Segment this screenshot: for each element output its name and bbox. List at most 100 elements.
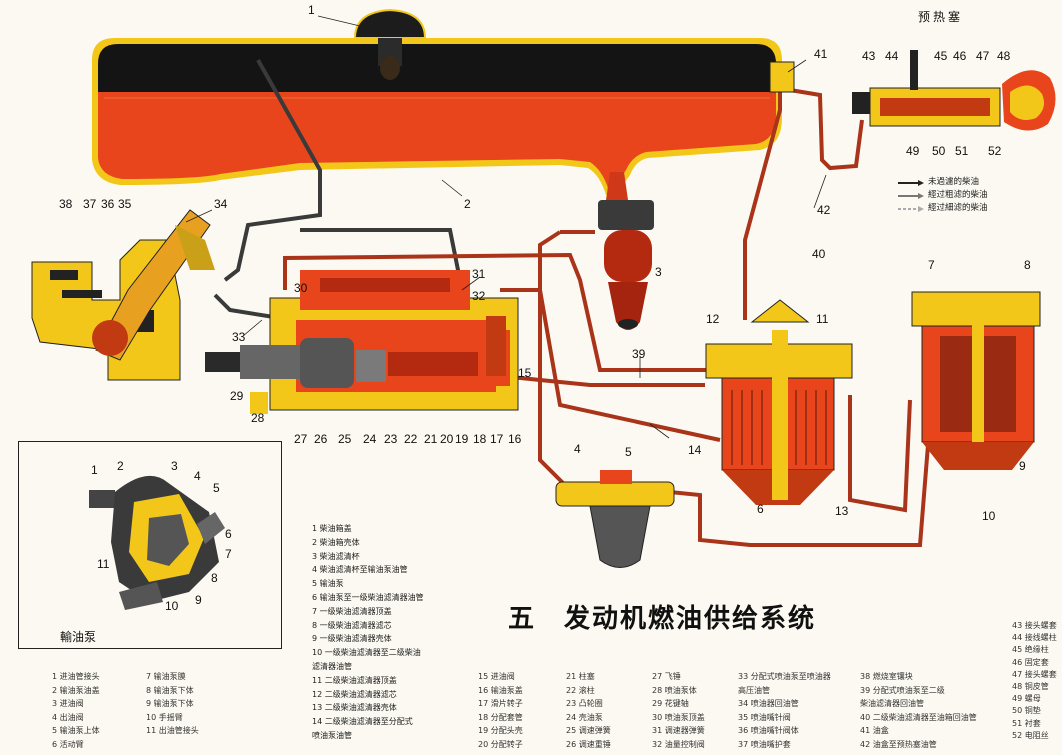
parts-list-item: 12 二级柴油滤清器滤芯 [312, 689, 397, 699]
parts-list-item: 29 花键轴 [652, 699, 689, 709]
callout-number: 9 [1019, 459, 1026, 473]
callout-number: 42 [817, 203, 831, 217]
parts-list-item: 49 螺母 [1012, 694, 1041, 704]
parts-list-item: 44 接线螺柱 [1012, 633, 1057, 643]
legend-label: 未過濾的柴油 [928, 177, 980, 187]
parts-list-item: 25 调速弹簧 [566, 726, 611, 736]
parts-list-item: 40 二级柴油滤清器至油箱回油管 [860, 712, 977, 722]
parts-list-item: 9 一级柴油滤清器壳体 [312, 634, 392, 644]
callout-number: 29 [230, 389, 244, 403]
inset-callout-number: 6 [225, 527, 232, 541]
inset-callout-number: 7 [225, 547, 232, 561]
inset-callout-number: 9 [195, 593, 202, 607]
parts-list-item: 46 固定套 [1012, 657, 1049, 667]
callout-number: 46 [953, 49, 967, 63]
parts-list-item: 2 输油泵油盖 [52, 685, 100, 695]
callout-number: 19 [455, 432, 469, 446]
callout-number: 16 [508, 432, 522, 446]
callout-number: 5 [625, 445, 632, 459]
parts-list-item: 48 铜皮管 [1012, 682, 1049, 692]
feed-pump [555, 470, 675, 568]
callout-number: 49 [906, 144, 920, 158]
parts-list-item: 37 喷油嘴护套 [738, 739, 791, 749]
inset-callout-number: 4 [194, 469, 201, 483]
callout-number: 39 [632, 347, 646, 361]
legend-item: 經过粗滤的柴油 [898, 189, 988, 202]
inset-title: 輸油泵 [60, 630, 97, 644]
callout-number: 6 [757, 502, 764, 516]
callout-number: 44 [885, 49, 899, 63]
primary-filter [911, 291, 1041, 470]
inset-callout-number: 10 [165, 599, 179, 613]
callout-number: 1 [308, 3, 315, 17]
parts-list-item: 10 一级柴油滤清器至二级柴油 [312, 648, 421, 658]
parts-list-item: 19 分配头壳 [478, 726, 523, 736]
callout-number: 17 [490, 432, 504, 446]
parts-list-item: 30 喷油泵顶盖 [652, 712, 705, 722]
callout-number: 35 [118, 197, 132, 211]
parts-list-item: 7 输油泵膜 [146, 672, 186, 681]
parts-list-item: 17 滑片转子 [478, 699, 523, 709]
callout-number: 20 [440, 432, 454, 446]
medium-arrow-line-icon [898, 192, 924, 199]
legend-item: 未過濾的柴油 [898, 176, 988, 189]
leader-lines [185, 15, 827, 439]
dark-arrow-line-icon [898, 179, 924, 186]
callout-number: 31 [472, 267, 486, 281]
parts-list-item: 1 进油管接头 [52, 672, 100, 681]
inset-callout-number: 11 [97, 557, 110, 571]
glow-plug [769, 50, 1056, 131]
title-main: 发动机燃油供给系统 [564, 604, 817, 634]
callout-number: 8 [1024, 258, 1031, 272]
parts-list-item: 3 柴油滤清杯 [312, 551, 360, 561]
callout-number: 11 [816, 312, 829, 326]
parts-list-item: 43 接头螺套 [1012, 621, 1057, 630]
inset-callout-number: 8 [211, 571, 218, 585]
parts-list-item: 38 燃烧室镶块 [860, 672, 913, 681]
callout-number: 22 [404, 432, 418, 446]
parts-list-item: 16 输油泵盖 [478, 685, 523, 695]
filter-cup [598, 172, 654, 330]
parts-list-item: 5 输油泵上体 [52, 726, 100, 736]
parts-list-item: 52 电阻丝 [1012, 730, 1049, 740]
parts-list-item: 51 衬套 [1012, 718, 1041, 728]
parts-list-item: 11 出油管接头 [146, 726, 199, 736]
callout-number: 32 [472, 289, 486, 303]
parts-list-item: 45 绝缘柱 [1012, 645, 1049, 655]
parts-list-item: 41 油盒 [860, 726, 889, 736]
callout-number: 24 [363, 432, 377, 446]
legend-label: 經过細滤的柴油 [928, 203, 988, 213]
callout-number: 7 [928, 258, 935, 272]
callout-number: 4 [574, 442, 581, 456]
parts-list-item: 2 柴油箱壳体 [312, 537, 360, 547]
callout-number: 45 [934, 49, 948, 63]
parts-list-item: 26 调速重锤 [566, 739, 611, 749]
parts-list-item: 36 喷油嘴针阀体 [738, 726, 799, 736]
callout-number: 12 [706, 312, 720, 326]
parts-list-item: 34 喷油器回油管 [738, 699, 799, 709]
parts-list-item: 8 一级柴油滤清器滤芯 [312, 620, 392, 630]
callout-number: 14 [688, 443, 702, 457]
parts-list-item: 47 接头螺套 [1012, 669, 1057, 679]
callout-number: 34 [214, 197, 228, 211]
parts-list-item: 6 活动臂 [52, 739, 84, 749]
legend-label: 經过粗滤的柴油 [928, 190, 988, 200]
callout-number: 47 [976, 49, 990, 63]
callout-number: 52 [988, 144, 1002, 158]
callout-number: 18 [473, 432, 487, 446]
parts-list-item: 39 分配式喷油泵至二级 [860, 685, 945, 695]
parts-list-item: 8 输油泵下体 [146, 685, 194, 695]
callout-number: 26 [314, 432, 328, 446]
parts-list-item: 4 柴油滤清杯至输油泵油管 [312, 565, 408, 575]
secondary-filter [705, 299, 853, 505]
parts-list-item: 21 柱塞 [566, 672, 595, 681]
parts-list-item: 23 凸轮圈 [566, 699, 603, 709]
callout-number: 41 [814, 47, 828, 61]
